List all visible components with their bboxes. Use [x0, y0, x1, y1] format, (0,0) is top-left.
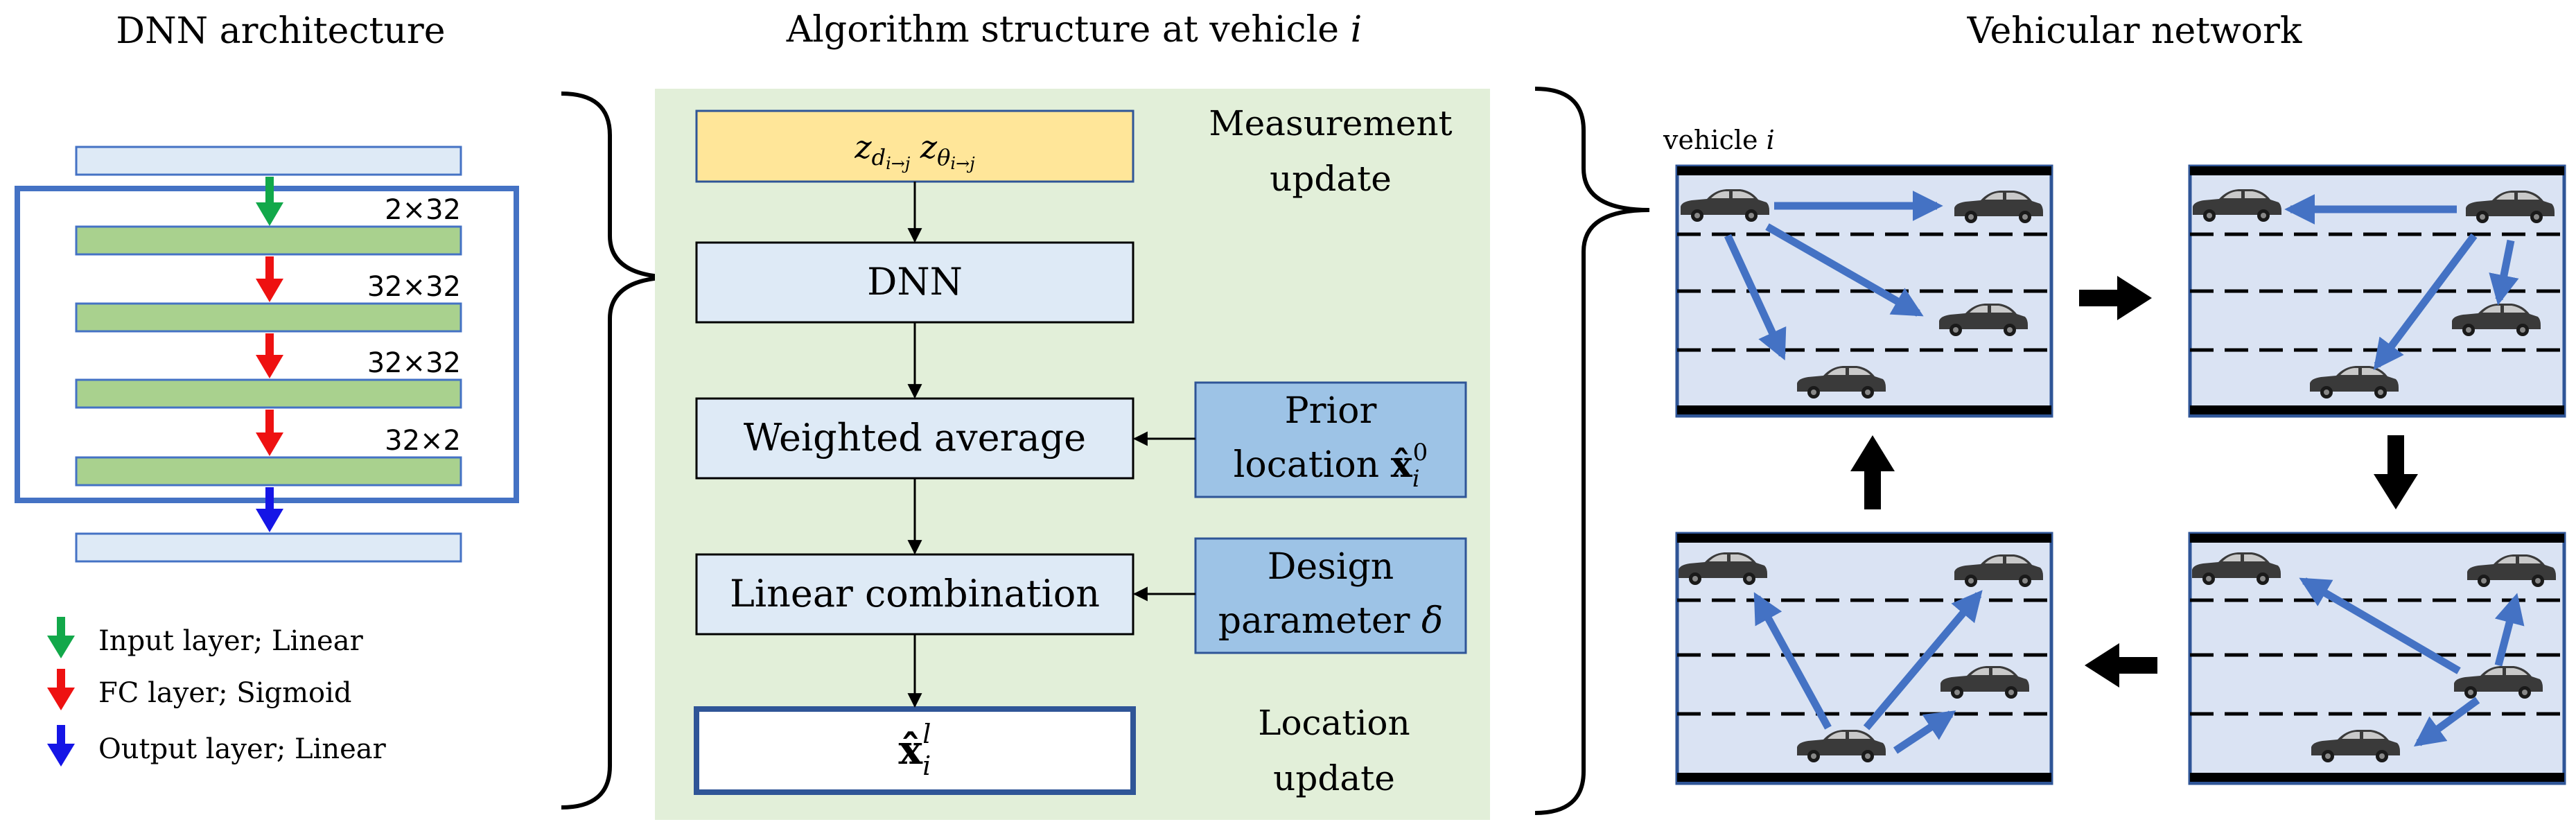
dnn-hidden-layer-3 — [75, 378, 462, 409]
comm-arrow — [1893, 710, 1956, 754]
comm-arrow — [2299, 577, 2461, 674]
legend-fc-arrow-icon — [47, 669, 75, 710]
comm-arrow — [1753, 592, 1832, 730]
down-arrow-icon — [2374, 435, 2418, 509]
legend-output-label: Output layer; Linear — [98, 733, 387, 765]
design-parameter-line1: Design — [1268, 546, 1394, 588]
comm-arrow — [2373, 233, 2478, 371]
dnn-hidden-layer-1 — [75, 225, 462, 256]
prior-location-line2: location x̂i0 — [1234, 439, 1428, 493]
measurement-input-box — [695, 110, 1134, 183]
comm-arrow — [1765, 223, 1924, 317]
fc-arrow-icon-1 — [256, 256, 283, 302]
input-arrow-icon — [256, 177, 283, 226]
dnn-input-layer — [75, 146, 462, 176]
legend-fc-label: FC layer; Sigmoid — [98, 677, 352, 709]
output-arrow-icon — [256, 487, 283, 532]
comm-arrow — [2489, 239, 2519, 306]
dnn-dim-label-1: 2×32 — [385, 194, 461, 226]
fc-arrow-icon-2 — [256, 333, 283, 378]
measurement-update-label-line1: Measurement — [1209, 103, 1452, 143]
dnn-output-layer — [75, 532, 462, 563]
dnn-panel-title: DNN architecture — [116, 10, 445, 52]
design-parameter-box — [1194, 537, 1467, 654]
weighted-average-label: Weighted average — [744, 416, 1086, 460]
comm-arrow — [2413, 697, 2480, 747]
dnn-box-label: DNN — [867, 260, 963, 304]
dnn-hidden-layer-2 — [75, 302, 462, 333]
right-arrow-icon — [2079, 276, 2152, 320]
network-panel-title: Vehicular network — [1967, 10, 2302, 52]
vehicle-i-label: vehicle i — [1663, 125, 1775, 155]
road-snapshot-1 — [1675, 164, 2053, 418]
road-snapshot-3 — [2188, 532, 2566, 785]
legend-output-arrow-icon — [47, 725, 75, 767]
road-snapshot-2 — [2188, 164, 2566, 418]
measurement-update-label-line2: update — [1270, 159, 1392, 199]
comm-arrow — [2494, 593, 2525, 667]
dnn-architecture-panel: DNN architecture 2×32 32×32 32×32 32×2 — [15, 10, 676, 810]
road-snapshot-4 — [1675, 532, 2053, 785]
legend-input-arrow-icon — [47, 617, 75, 658]
comm-arrow — [1724, 234, 1787, 360]
left-arrow-icon — [2085, 643, 2157, 688]
design-parameter-line2: parameter δ — [1218, 600, 1444, 642]
dnn-legend: Input layer; Linear FC layer; Sigmoid Ou… — [47, 617, 387, 767]
location-output-box — [694, 706, 1136, 795]
dnn-dim-label-4: 32×2 — [385, 425, 461, 457]
algorithm-panel: Algorithm structure at vehicle i zdi→j z… — [655, 9, 1650, 820]
dnn-dim-label-2: 32×32 — [367, 271, 461, 303]
legend-input-label: Input layer; Linear — [98, 625, 364, 657]
up-arrow-icon — [1850, 435, 1895, 509]
dnn-hidden-layer-4 — [75, 456, 462, 487]
algorithm-panel-title: Algorithm structure at vehicle i — [786, 9, 1363, 51]
prior-location-box — [1194, 381, 1467, 498]
prior-location-line1: Prior — [1285, 390, 1377, 432]
location-update-label-line2: update — [1273, 758, 1395, 798]
vehicular-network-panel: Vehicular network vehicle i — [1663, 10, 2566, 785]
linear-combination-label: Linear combination — [730, 572, 1100, 615]
comm-arrow — [1863, 590, 1983, 731]
dnn-dim-label-3: 32×32 — [367, 347, 461, 379]
right-brace-icon — [1534, 87, 1650, 815]
location-update-label-line1: Location — [1258, 703, 1410, 743]
fc-arrow-icon-3 — [256, 410, 283, 456]
